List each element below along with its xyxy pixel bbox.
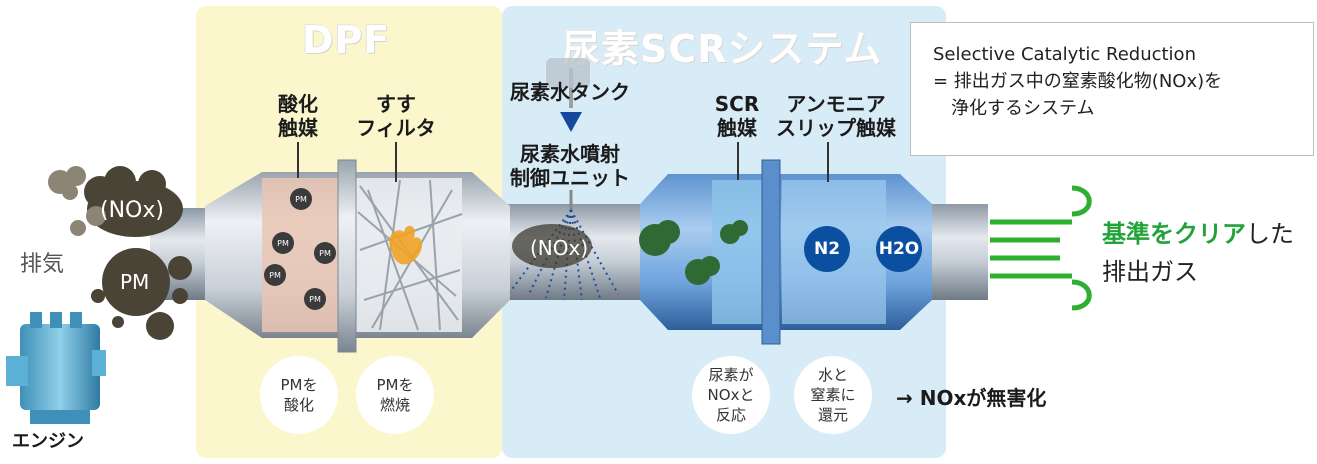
engine-nox-label: (NOx) — [100, 198, 164, 223]
exhaust-smoke — [84, 166, 192, 340]
oxidation-catalyst-label: 酸化 触媒 — [270, 92, 326, 140]
scr-catalyst-line1: SCR — [714, 92, 760, 116]
injection-unit-line2: 制御ユニット — [510, 166, 630, 190]
scr-catalyst-label: SCR 触媒 — [704, 92, 770, 140]
pm-particle: PM — [290, 188, 312, 210]
oxidation-catalyst-line2: 触媒 — [278, 116, 318, 140]
dpf-note-burn: PMを燃焼 — [356, 356, 434, 434]
oxidation-catalyst-line1: 酸化 — [278, 92, 318, 116]
ammonia-slip-line2: スリップ触媒 — [776, 116, 896, 140]
outlet-caption: 基準をクリアした — [1102, 216, 1294, 252]
spray-nox-cloud — [512, 224, 592, 268]
urea-tank-icon — [546, 58, 590, 88]
dpf-note-oxidize: PMを酸化 — [260, 356, 338, 434]
exhaust-label: 排気 — [20, 252, 65, 277]
result-text: → NOxが無害化 — [896, 386, 1047, 410]
pm-particle: PM — [272, 232, 294, 254]
burning-flame — [389, 225, 422, 265]
description-line2: = 排出ガス中の窒素酸化物(NOx)を — [933, 71, 1223, 92]
scr-description-box: Selective Catalytic Reduction = 排出ガス中の窒素… — [910, 22, 1314, 156]
scr-note-reduce: 水と窒素に還元 — [794, 356, 872, 434]
injection-unit-line1: 尿素水噴射 — [520, 142, 620, 166]
outlet-highlight: 基準をクリア — [1102, 220, 1246, 248]
soot-filter-line2: フィルタ — [356, 116, 436, 140]
scr-flange — [761, 159, 781, 345]
nox-particles — [639, 220, 748, 285]
injection-unit-label: 尿素水噴射 制御ユニット — [500, 142, 640, 190]
outlet-pipe — [930, 204, 988, 300]
ammonia-slip-label: アンモニア スリップ触媒 — [776, 92, 896, 140]
n2-molecule: N2 — [804, 226, 850, 272]
clean-exhaust-flow — [990, 185, 1092, 311]
dpf-flange — [337, 159, 357, 353]
leader-lines — [297, 142, 829, 182]
soot-filter-line1: すす — [376, 92, 416, 116]
engine-pm-label: PM — [120, 270, 150, 294]
urea-tank-label: 尿素水タンク — [510, 80, 630, 104]
engine-icon — [6, 312, 106, 424]
description-line3: 浄化するシステム — [951, 98, 1095, 119]
scr-title: 尿素SCRシステム — [562, 27, 883, 71]
outlet-line2: 排出ガス — [1102, 258, 1198, 286]
light-smoke — [48, 166, 106, 236]
spray-nox-label: (NOx) — [530, 236, 589, 260]
pm-particle: PM — [264, 264, 286, 286]
engine-label: エンジン — [12, 431, 84, 452]
outlet-suffix: した — [1246, 220, 1294, 248]
ammonia-slip-line1: アンモニア — [786, 92, 886, 116]
scr-catalyst-line2: 触媒 — [717, 116, 757, 140]
h2o-molecule: H2O — [876, 226, 922, 272]
urea-flow-arrow — [560, 112, 582, 132]
pm-particle: PM — [304, 288, 326, 310]
description-line1: Selective Catalytic Reduction — [933, 44, 1196, 65]
soot-filter-label: すす フィルタ — [350, 92, 442, 140]
dpf-title: DPF — [302, 18, 391, 62]
pm-particle: PM — [314, 242, 336, 264]
